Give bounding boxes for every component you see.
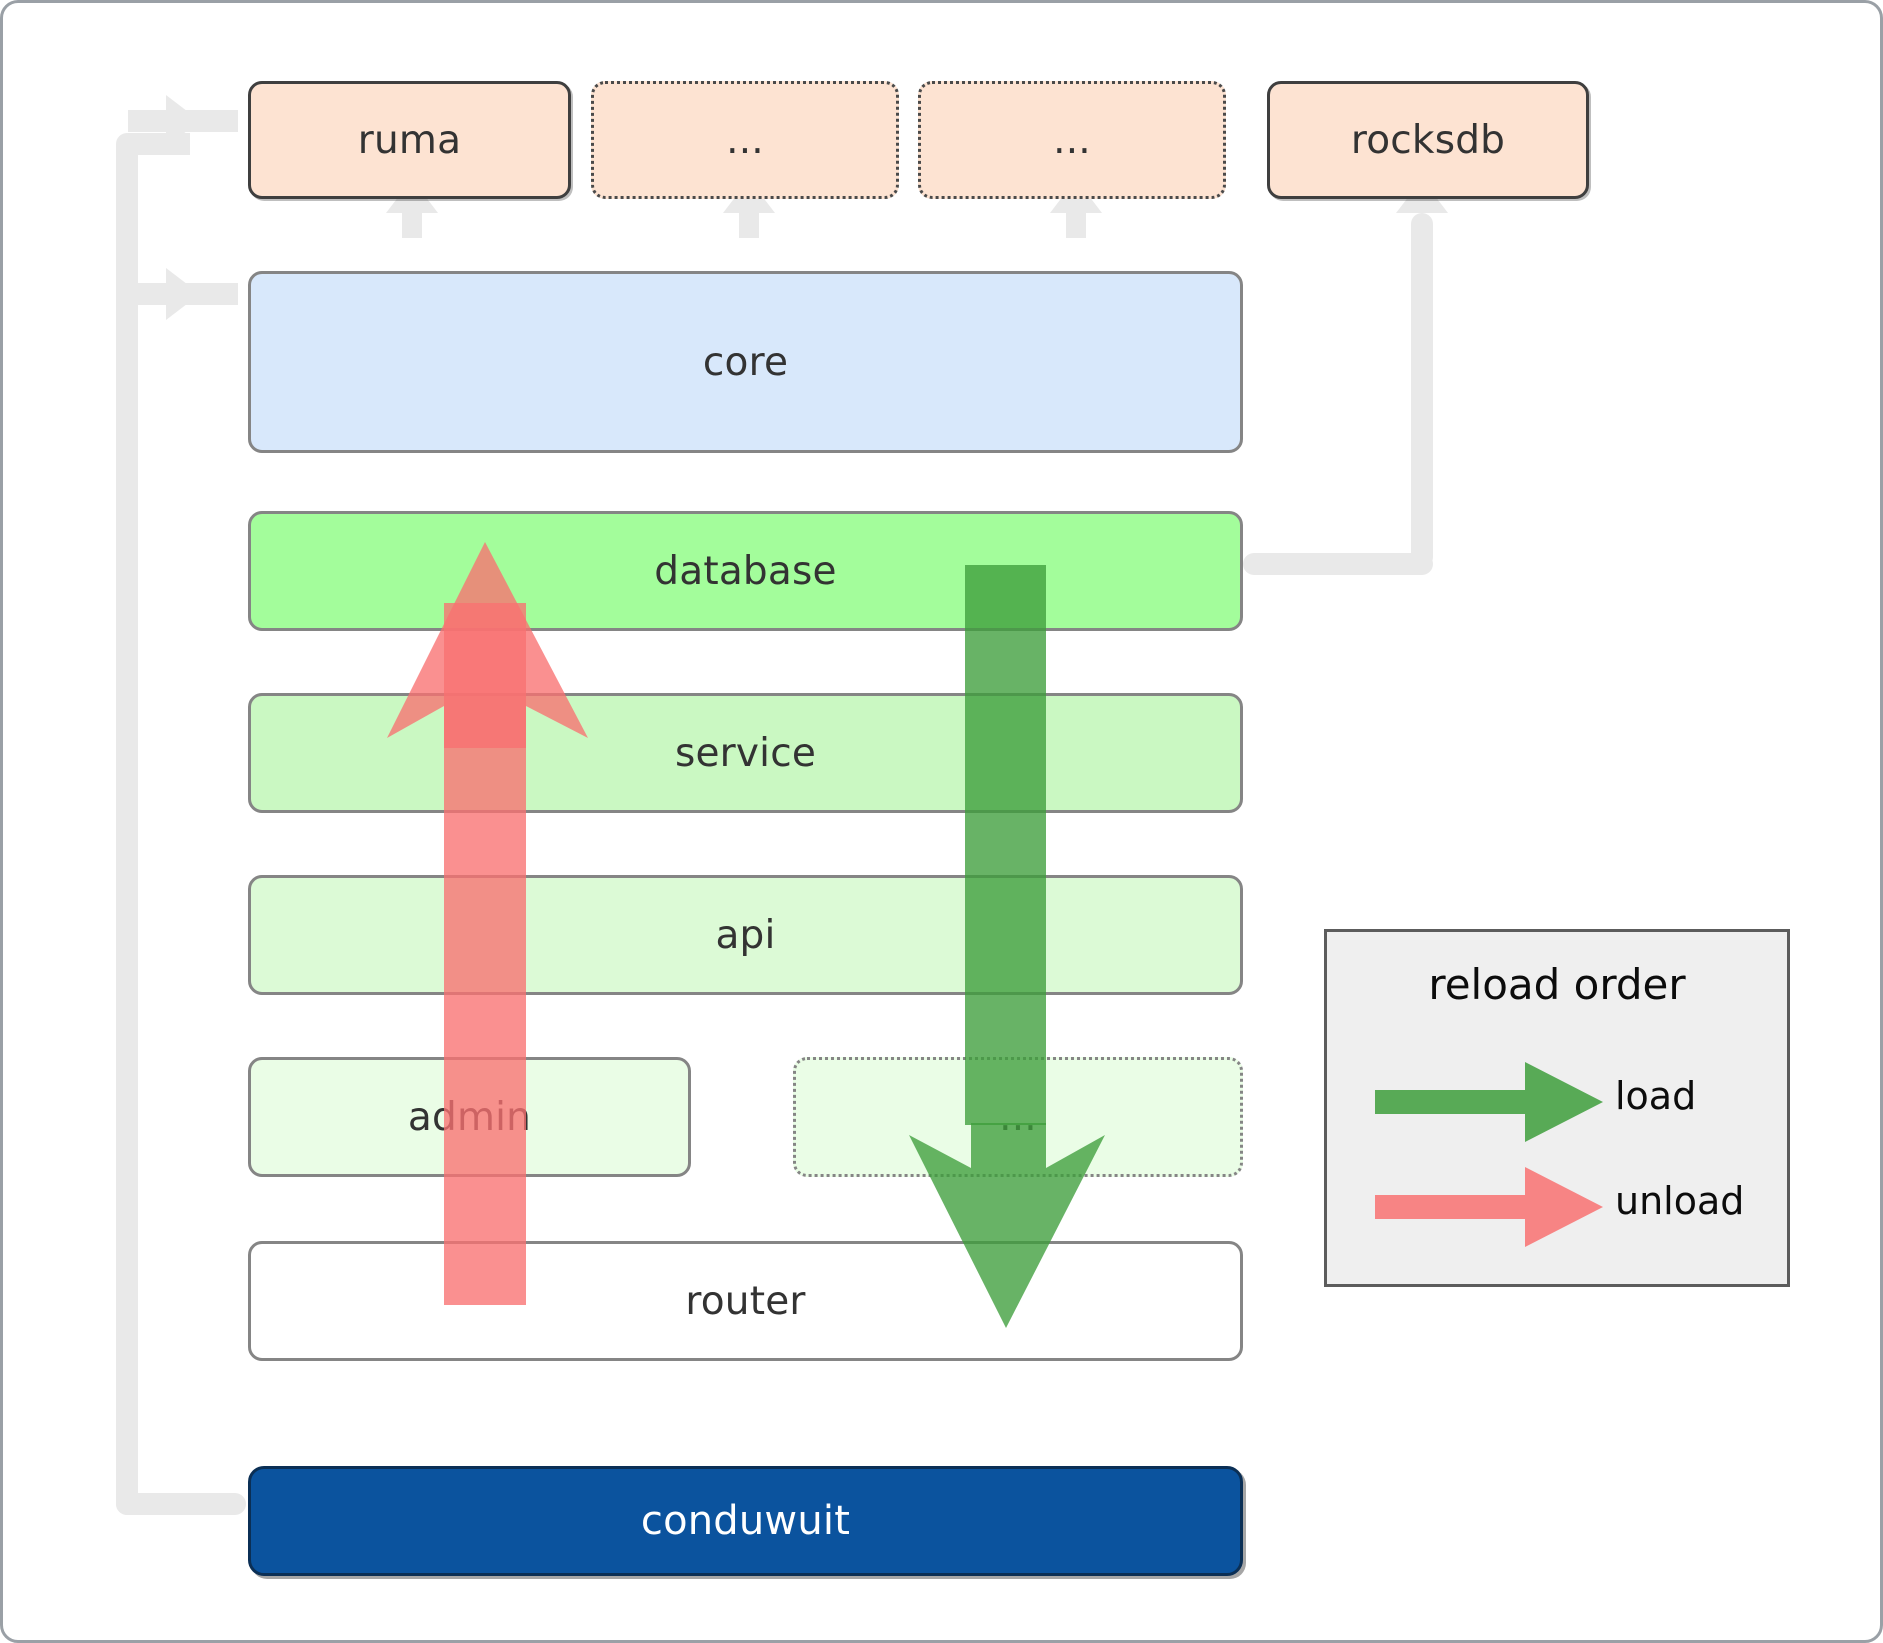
layer-box-router[interactable]: router bbox=[248, 1241, 1243, 1361]
layer-label-service: service bbox=[674, 730, 817, 776]
legend-label-unload: unload bbox=[1615, 1179, 1745, 1223]
layer-label-database: database bbox=[654, 548, 837, 594]
connector-core-arrowhead bbox=[166, 268, 200, 320]
connector-trunk-vertical bbox=[116, 133, 138, 1515]
root-box-conduwuit[interactable]: conduwuit bbox=[248, 1466, 1243, 1576]
connector-trunk-bottom bbox=[116, 1493, 246, 1515]
crate-label-placeholder-1: ... bbox=[726, 117, 764, 163]
layer-label-router: router bbox=[685, 1278, 806, 1324]
connector-core-to-dots2-stem bbox=[1066, 208, 1086, 238]
legend-label-load: load bbox=[1615, 1074, 1697, 1118]
legend-row-load: load bbox=[1363, 1062, 1763, 1150]
connector-db-to-rocksdb-horizontal bbox=[1243, 553, 1433, 575]
load-legend-icon bbox=[1375, 1062, 1603, 1142]
crate-box-rocksdb[interactable]: rocksdb bbox=[1267, 81, 1589, 199]
layer-label-api: api bbox=[715, 912, 776, 958]
legend-row-unload: unload bbox=[1363, 1167, 1763, 1255]
connector-core-to-dots1-stem bbox=[739, 208, 759, 238]
crate-box-ruma[interactable]: ruma bbox=[248, 81, 571, 199]
layer-label-core: core bbox=[702, 339, 789, 385]
load-arrow-head bbox=[909, 1123, 1105, 1328]
legend-panel: reload order load unload bbox=[1324, 929, 1790, 1287]
crate-label-placeholder-2: ... bbox=[1053, 117, 1091, 163]
connector-core-to-ruma-stem bbox=[402, 208, 422, 238]
layer-box-core[interactable]: core bbox=[248, 271, 1243, 453]
layer-box-api[interactable]: api bbox=[248, 875, 1243, 995]
crate-label-rocksdb: rocksdb bbox=[1350, 117, 1506, 163]
crate-box-placeholder-1[interactable]: ... bbox=[591, 81, 899, 199]
root-label-conduwuit: conduwuit bbox=[640, 1498, 851, 1544]
legend-title: reload order bbox=[1428, 960, 1686, 1009]
connector-db-to-rocksdb-vertical bbox=[1411, 213, 1433, 568]
unload-legend-icon bbox=[1375, 1167, 1603, 1247]
crate-label-ruma: ruma bbox=[357, 117, 462, 163]
crate-box-placeholder-2[interactable]: ... bbox=[918, 81, 1226, 199]
unload-arrow-head bbox=[387, 542, 588, 748]
connector-ruma-arrowhead bbox=[166, 95, 200, 147]
load-arrow-shaft bbox=[965, 565, 1046, 1125]
